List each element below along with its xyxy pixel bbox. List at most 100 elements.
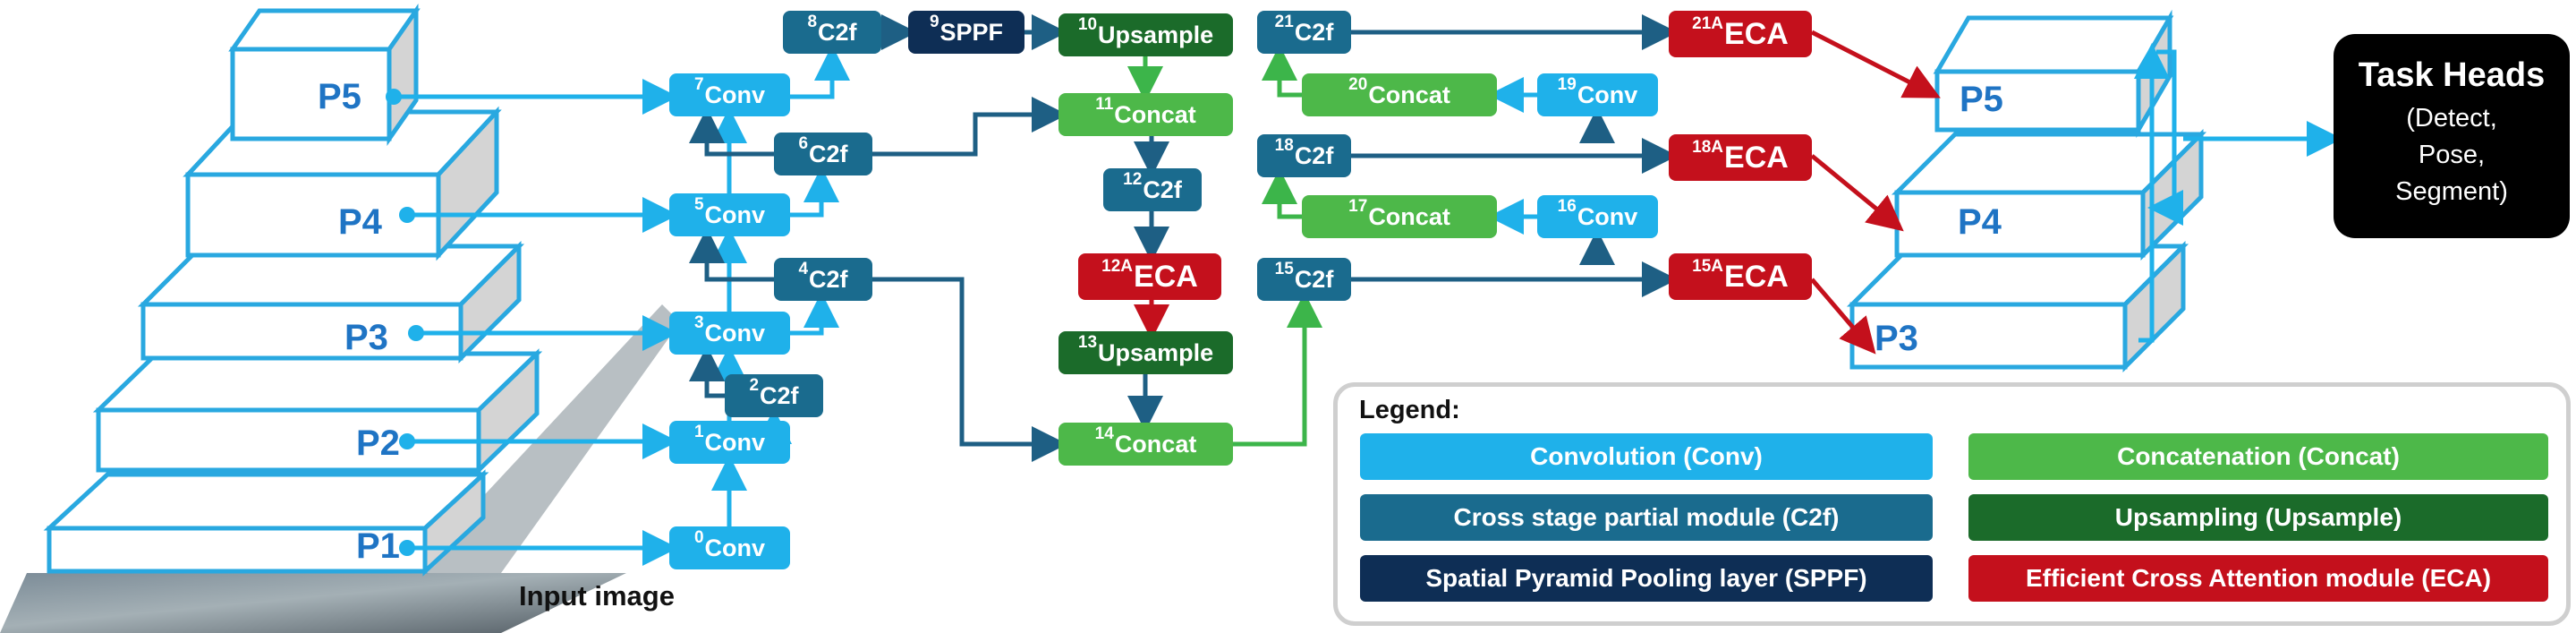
level-label-p2: P2 [356,423,400,463]
node-index: 10 [1077,15,1098,34]
legend-panel: Legend: Convolution (Conv) Concatenation… [1333,382,2571,626]
node-label: ECA [1724,16,1789,51]
connector-conv-11 [790,167,839,218]
connector-dark-15 [689,107,774,157]
node-label: C2f [809,140,848,167]
connector-dark-13 [689,346,725,398]
node-label: Conv [704,81,766,108]
backbone-pyramid [43,4,543,577]
node-index: 5 [693,195,704,214]
connector-concat-25 [1233,292,1322,447]
legend-item-sppf: Spatial Pyramid Pooling layer (SPPF) [1360,555,1933,602]
node-label: C2f [809,265,848,293]
node-index: 9 [929,13,939,31]
node-index: 7 [693,75,704,94]
level-label-p3: P3 [344,318,388,357]
node-label: C2f [760,381,799,409]
node-label: ECA [1134,259,1198,294]
p2-slab-top [92,351,543,413]
p1-slab-top [43,472,489,531]
node-label: Conv [1577,81,1638,108]
out-p4-slab [1894,190,2146,258]
node-label: Concat [1368,202,1450,230]
node-index: 15 [1274,260,1294,278]
output-pyramid [1846,9,2207,373]
task-heads-line-3: Segment) [2395,177,2508,206]
output-label-p3: P3 [1875,319,1918,358]
node-label: Concat [1368,81,1450,108]
connector-conv-10 [790,292,839,336]
node-index: 15A [1692,257,1724,276]
node-index: 11 [1095,95,1114,114]
connector-origin-dot [399,433,415,449]
connector-eca-36 [1810,154,1904,232]
node-label: Conv [704,428,766,456]
level-label-p1: P1 [356,526,400,566]
node-index: 21 [1274,13,1294,31]
node-index: 3 [693,313,704,332]
task-heads-box: Task Heads (Detect, Pose, Segment) [2334,34,2570,238]
p5-slab-side [387,4,419,146]
node-index: 12 [1123,170,1143,189]
node-label: Upsample [1098,21,1214,48]
node-index: 12A [1101,257,1134,276]
node-index: 8 [807,13,818,31]
p3-slab-side [458,240,522,364]
input-image-caption: Input image [519,580,675,612]
node-label: ECA [1724,140,1789,175]
node-label: C2f [1294,265,1334,293]
legend-item-upsample: Upsampling (Upsample) [1968,494,2548,541]
legend-title: Legend: [1359,396,1460,424]
task-heads-title: Task Heads [2358,56,2546,94]
node-index: 14 [1094,424,1114,443]
p5-slab [230,47,392,141]
connector-origin-dot [386,89,402,105]
node-index: 18A [1692,138,1724,157]
connector-dark-14 [689,227,774,282]
level-label-p5: P5 [318,77,361,116]
node-index: 16 [1557,197,1577,216]
node-label: Conv [1577,202,1638,230]
task-heads-line-2: Pose, [2418,141,2486,169]
node-label: C2f [818,18,857,46]
node-index: 18 [1274,136,1294,155]
node-label: SPPF [939,18,1004,46]
output-label-p4: P4 [1958,202,2002,242]
node-index: 19 [1557,75,1577,94]
node-index: 21A [1692,14,1724,33]
connectors [386,14,2342,566]
legend-item-conv: Convolution (Conv) [1360,433,1933,480]
connector-concat-31 [1262,168,1302,219]
node-index: 4 [798,260,809,278]
level-label-p4: P4 [338,202,382,242]
connector-origin-dot [399,207,415,223]
connector-conv-12 [790,45,850,99]
node-label: C2f [1143,175,1182,203]
connector-eca-35 [1810,278,1876,355]
node-label: ECA [1724,259,1789,294]
node-index: 6 [798,134,809,153]
input-image [0,573,626,633]
node-label: Concat [1114,430,1197,458]
node-label: Conv [704,201,766,228]
node-label: Upsample [1098,338,1214,366]
